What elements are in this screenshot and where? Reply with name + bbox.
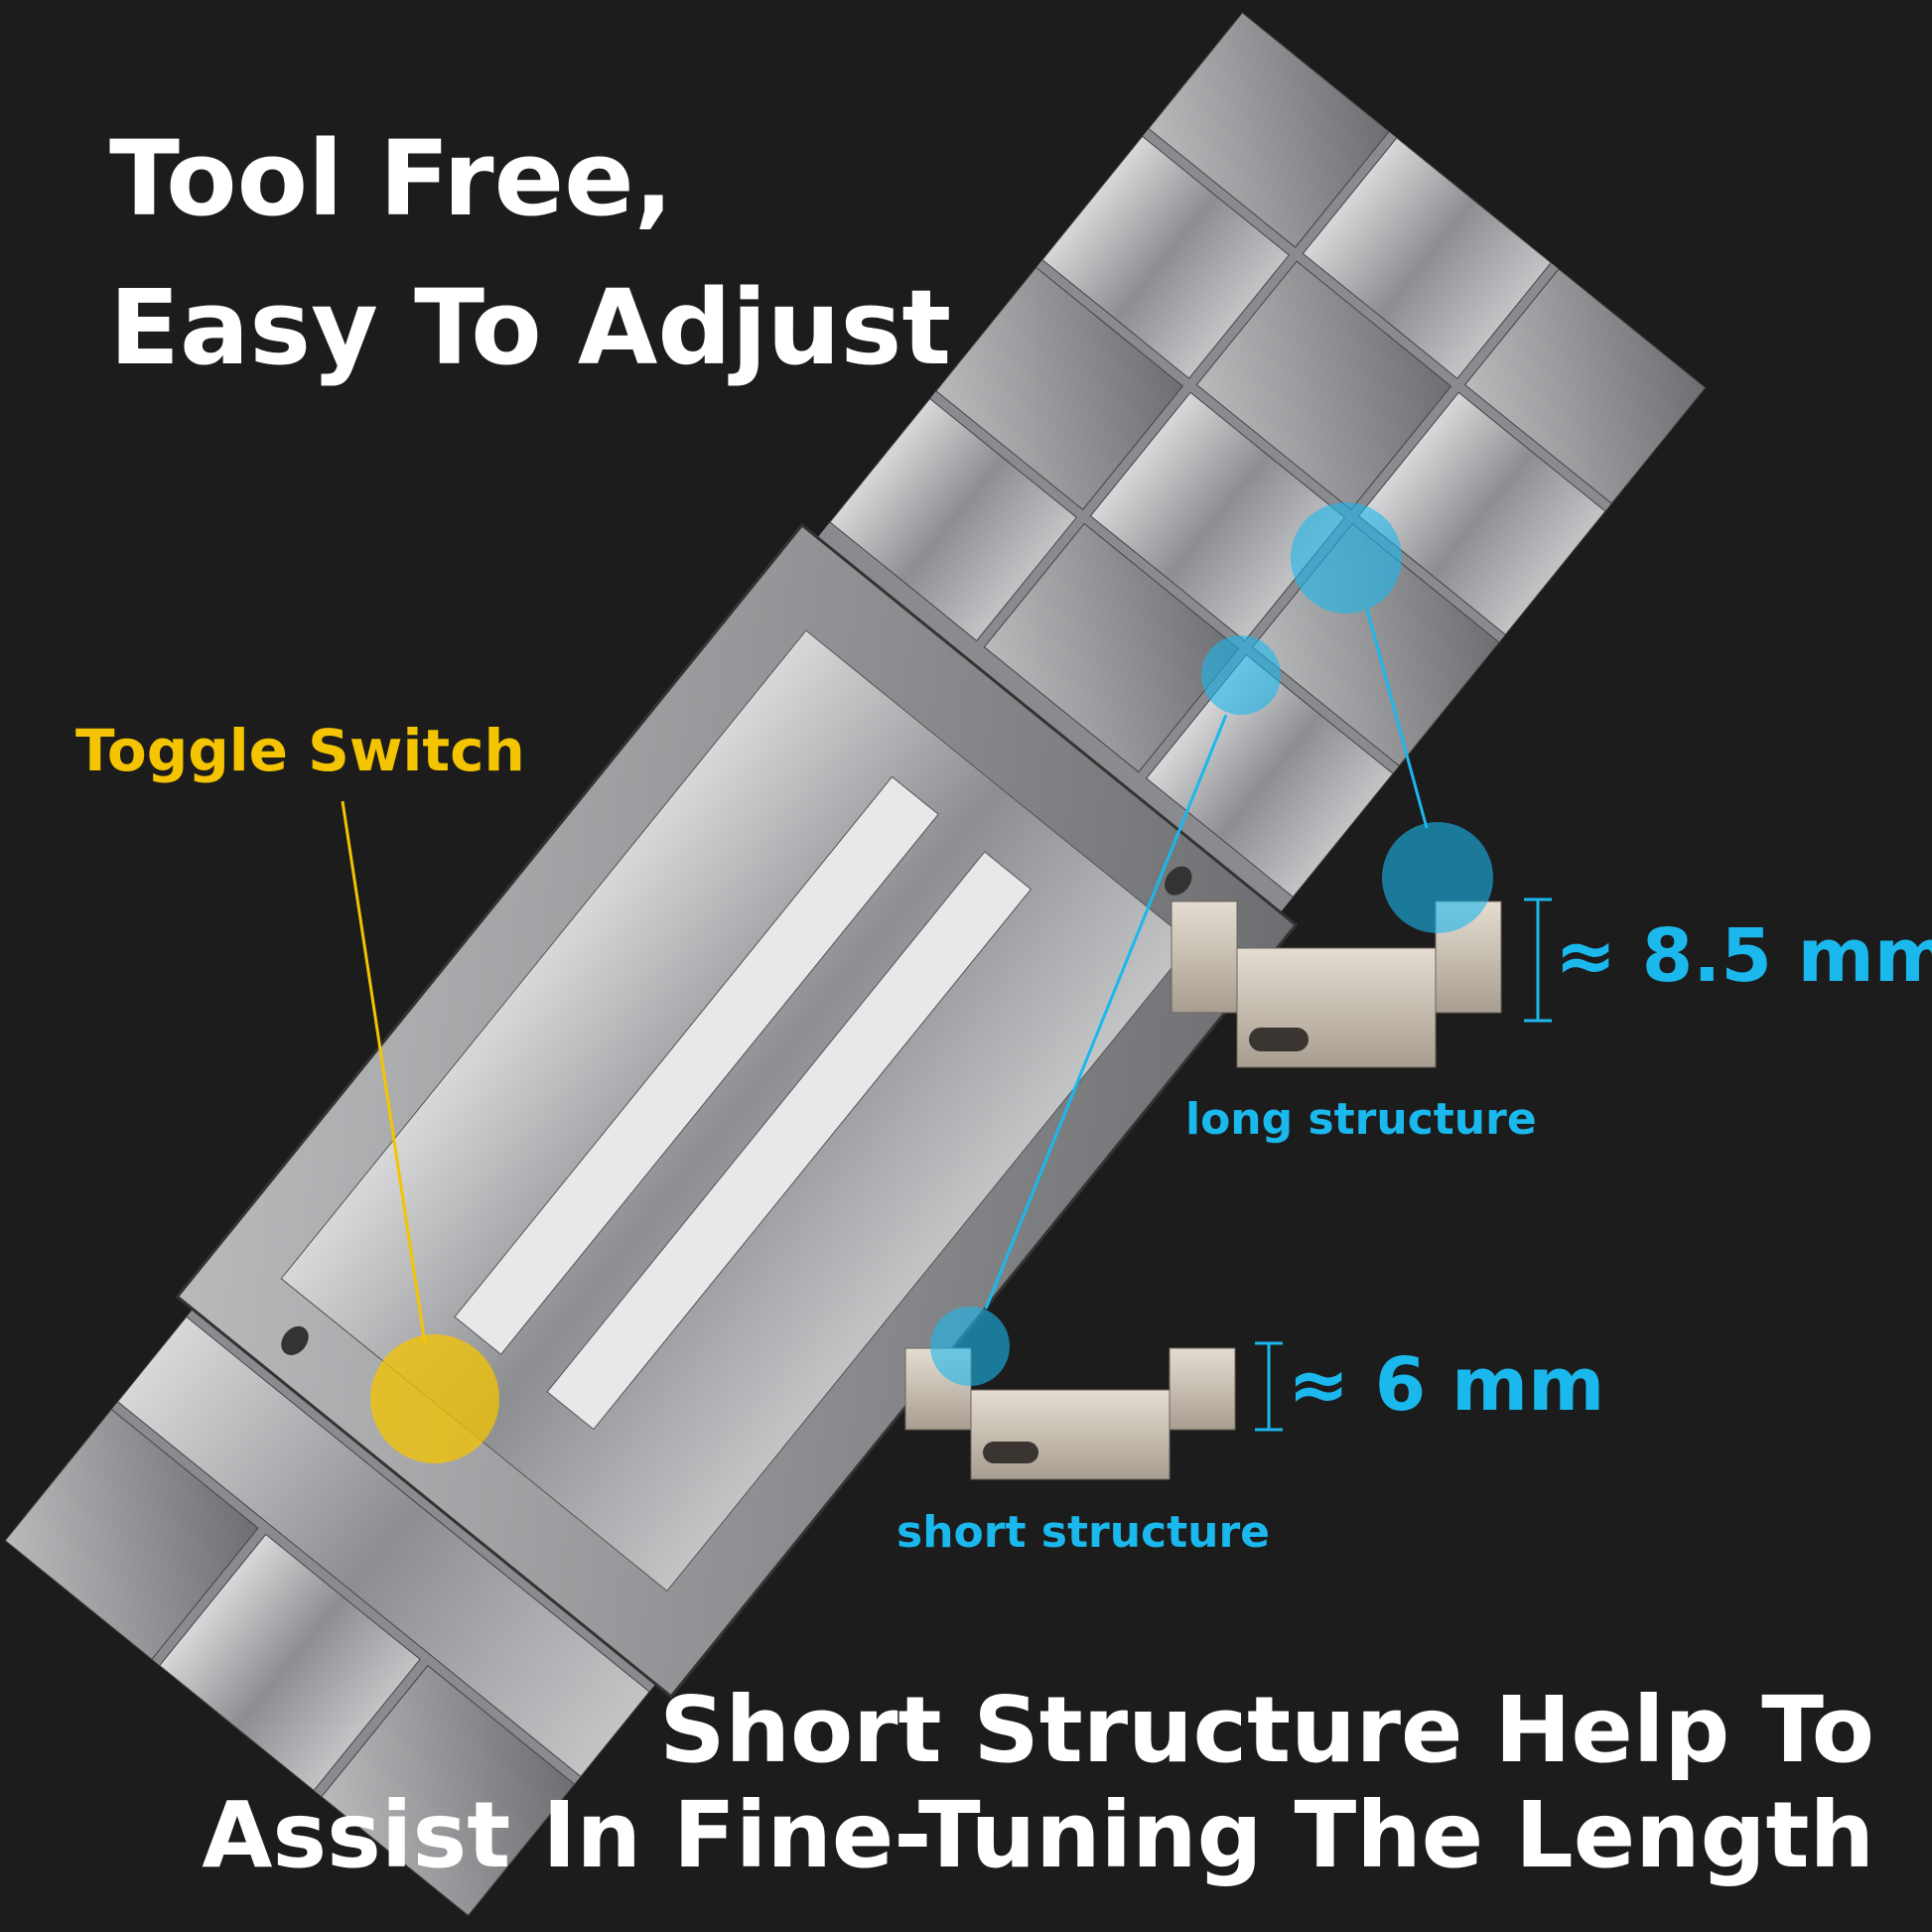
headline-line2: Easy To Adjust	[109, 267, 952, 388]
short-structure-label: short structure	[897, 1507, 1271, 1558]
footer-caption: Short Structure Help To Assist In Fine-T…	[202, 1678, 1874, 1888]
headline: Tool Free, Easy To Adjust	[109, 104, 951, 402]
footer-line1: Short Structure Help To	[659, 1677, 1874, 1783]
footer-line2: Assist In Fine-Tuning The Length	[202, 1782, 1874, 1888]
headline-line1: Tool Free,	[109, 118, 674, 239]
toggle-highlight	[370, 1334, 499, 1463]
toggle-switch-label: Toggle Switch	[75, 717, 525, 784]
short-dimension-bracket	[1255, 1341, 1283, 1432]
long-pointer-line	[1365, 609, 1429, 829]
toggle-pointer-line	[341, 800, 427, 1344]
long-dimension-bracket	[1524, 897, 1552, 1023]
short-link-piece	[904, 1347, 1236, 1480]
short-dimension-text: ≈ 6 mm	[1288, 1342, 1605, 1428]
short-pointer-line	[984, 714, 1228, 1310]
long-highlight-band	[1291, 502, 1402, 614]
short-highlight-band	[1201, 635, 1281, 715]
long-highlight-piece	[1382, 822, 1493, 933]
long-structure-label: long structure	[1185, 1094, 1537, 1145]
band-links	[4, 12, 1707, 1917]
short-highlight-piece	[930, 1307, 1010, 1386]
long-dimension-text: ≈ 8.5 mm	[1555, 913, 1932, 999]
